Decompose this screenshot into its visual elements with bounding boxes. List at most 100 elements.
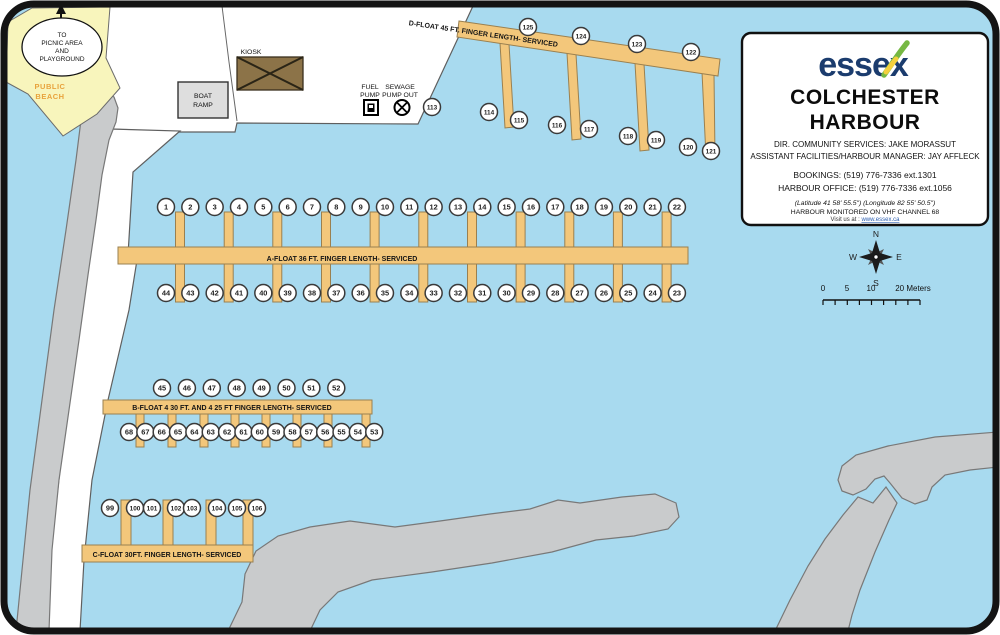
slip-marker [546,197,565,217]
scale-end-label: 20 Meters [895,284,931,293]
slip-marker [627,34,647,54]
compass-center [873,254,879,260]
slip-marker [302,378,321,398]
b-float-walkway [102,399,373,415]
slip-marker [424,283,443,303]
slip-number: 1 [164,203,168,212]
public-beach-line-2: BEACH [35,92,64,101]
slip-marker [400,283,419,303]
slip-marker [302,283,322,303]
slip-number: 56 [321,428,329,437]
access-road [15,85,119,629]
slip-number: 63 [207,428,215,437]
slip-number: 58 [288,428,296,437]
slip-marker [448,197,468,217]
slip-marker [142,498,162,518]
slip-number: 4 [237,203,242,212]
slip-marker [579,119,599,139]
slip-marker [497,197,516,217]
slip-marker [422,97,442,117]
slip-number: 34 [405,289,414,298]
scale-ticks [822,300,921,305]
slip-number: 43 [186,289,194,298]
scale-tick-10: 10 [867,284,876,293]
slip-marker [375,283,395,303]
slip-marker [547,115,567,135]
slip-number: 16 [527,203,535,212]
slip-number: 5 [261,203,265,212]
slip-marker [229,283,249,303]
slip-number: 106 [252,506,263,513]
slip-marker [156,197,176,217]
essex-logo: essex [818,40,910,84]
slip-marker [594,197,614,217]
slip-marker [497,283,516,303]
slip-marker [618,126,638,146]
slip-number: 119 [651,138,662,145]
slip-number: 23 [673,289,681,298]
slip-number: 105 [232,506,243,513]
slip-marker [227,378,246,398]
slip-number: 53 [370,428,378,437]
slip-marker [518,17,538,37]
slip-number: 26 [600,289,608,298]
slip-number: 29 [527,289,535,298]
assistant-line: ASSISTANT FACILITIES/HARBOUR MANAGER: JA… [750,152,980,161]
slip-number: 120 [683,145,694,152]
office-line: HARBOUR OFFICE: (519) 776-7336 ext.1056 [778,183,952,193]
slip-number: 19 [600,203,608,212]
scale-tick-0: 0 [821,284,826,293]
slip-number: 25 [624,289,632,298]
slip-number: 121 [706,149,717,156]
slip-number: 118 [623,134,634,141]
picnic-line-1: TO [58,32,67,39]
slip-number: 8 [334,203,338,212]
slip-marker [473,283,492,303]
slip-number: 2 [188,203,192,212]
slip-number: 20 [624,203,632,212]
slip-number: 51 [307,384,315,393]
slip-marker [351,283,370,303]
slip-marker [302,197,322,217]
slip-number: 124 [576,34,587,41]
slip-number: 102 [171,506,182,513]
slip-marker [327,197,346,217]
slip-marker [227,498,247,518]
slip-marker [278,283,297,303]
slip-marker [327,283,346,303]
slip-number: 11 [405,203,413,212]
website-link[interactable]: www.essex.ca [860,217,900,223]
slip-marker [424,197,443,217]
slip-number: 44 [162,289,171,298]
compass-e: E [896,252,902,262]
slip-number: 41 [235,289,243,298]
slip-number: 52 [332,384,340,393]
slip-number: 100 [130,506,141,513]
boat-ramp-line-1: BOAT [194,93,212,100]
slip-number: 38 [308,289,316,298]
slip-number: 66 [158,428,166,437]
slip-number: 7 [310,203,314,212]
slip-number: 125 [523,25,534,32]
slip-marker [365,422,384,442]
slip-number: 99 [106,504,114,513]
slip-number: 36 [357,289,365,298]
slip-number: 46 [183,384,191,393]
sewage-pump-line-1: SEWAGE [385,84,415,91]
slip-marker [375,197,395,217]
slip-number: 116 [552,123,563,130]
slip-marker [252,378,271,398]
fuel-pump-icon [363,99,379,116]
slip-marker [205,197,224,217]
kiosk: KIOSK [236,49,304,91]
slip-marker [521,283,541,303]
slip-number: 32 [454,289,462,298]
slip-number: 114 [484,110,495,117]
breakwater-hook-band [837,431,994,505]
slip-marker [521,197,541,217]
slip-marker [479,102,499,122]
slip-number: 18 [575,203,583,212]
slip-number: 54 [354,428,363,437]
